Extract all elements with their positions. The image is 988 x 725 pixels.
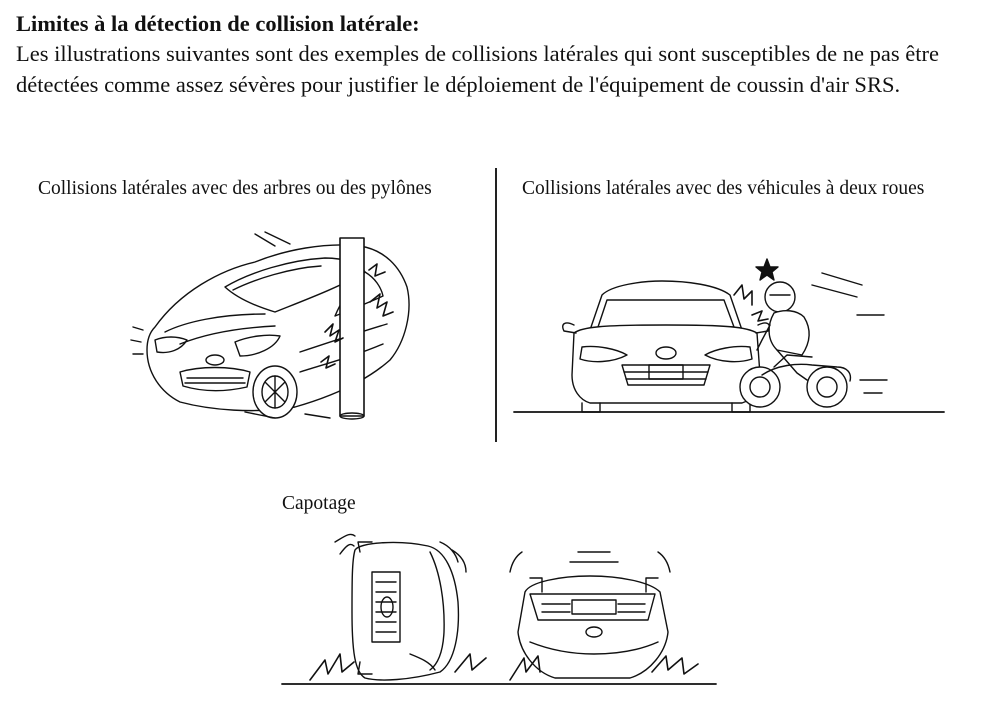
column-divider [495, 168, 497, 442]
caption-two-wheelers: Collisions latérales avec des véhicules … [522, 178, 925, 199]
caption-rollover: Capotage [282, 493, 356, 514]
car-hitting-motorcycle-illustration [512, 255, 947, 415]
intro-paragraph: Les illustrations suivantes sont des exe… [16, 41, 939, 97]
car-rollover-illustration [280, 532, 720, 692]
caption-trees-poles: Collisions latérales avec des arbres ou … [38, 178, 432, 199]
car-hitting-pole-illustration [125, 232, 425, 422]
section-title: Limites à la détection de collision laté… [16, 11, 420, 36]
